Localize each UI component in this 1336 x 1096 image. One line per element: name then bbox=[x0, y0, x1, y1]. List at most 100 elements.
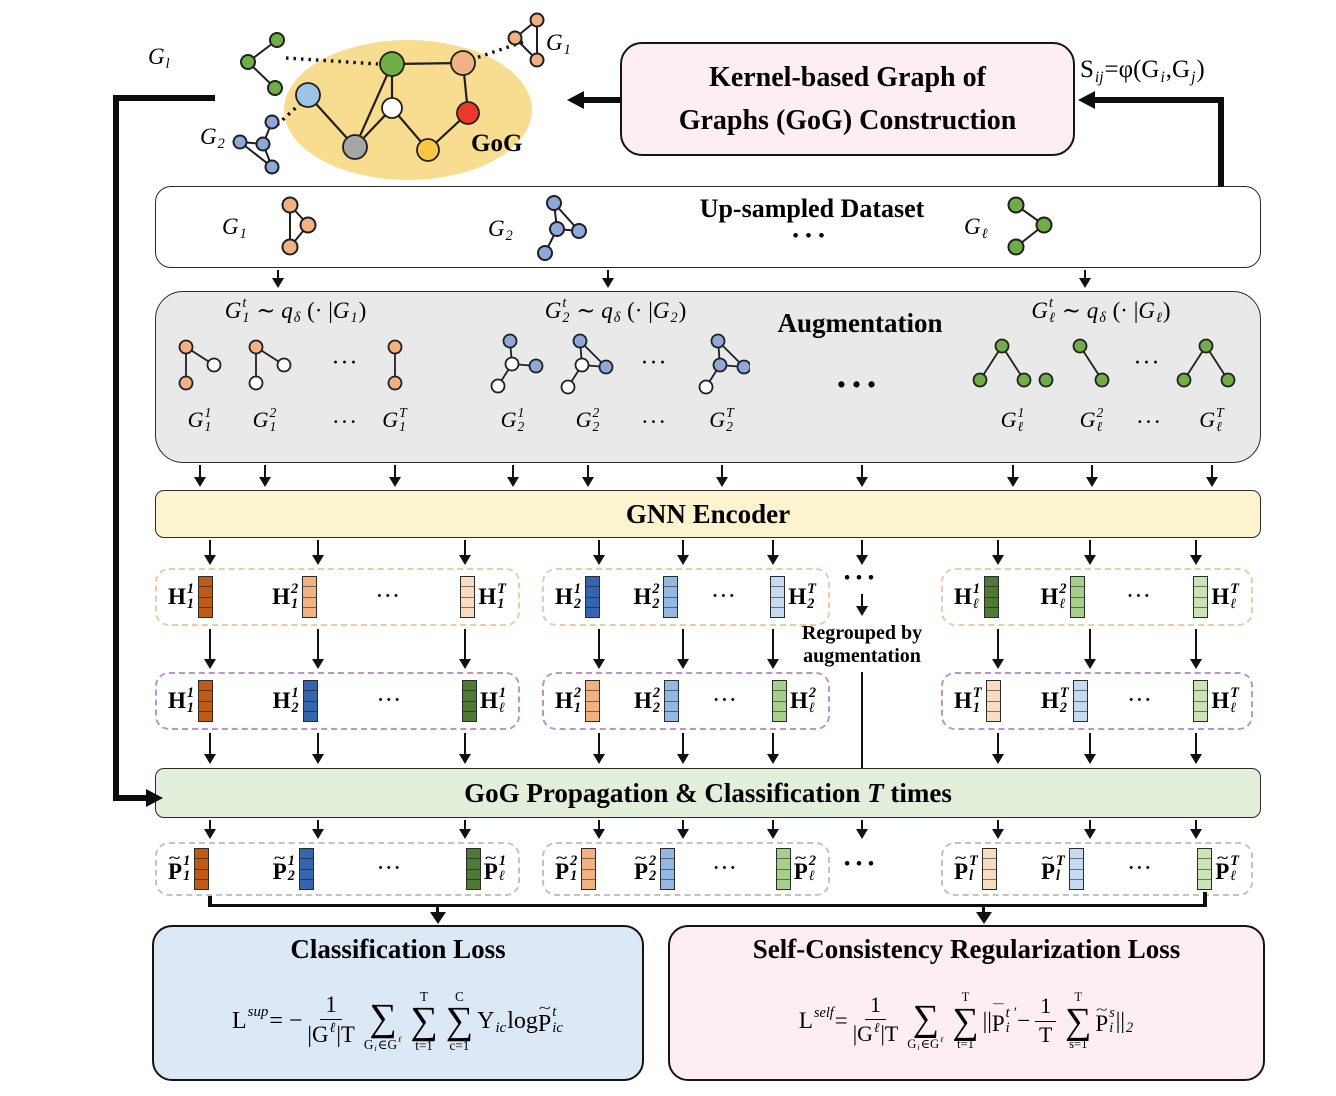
upsampled-label-gl: G ℓ bbox=[964, 213, 988, 242]
feature-vector bbox=[460, 576, 476, 618]
flow-arrow bbox=[316, 629, 320, 659]
gog-node-yellow bbox=[416, 138, 440, 162]
flow-arrow bbox=[435, 905, 440, 912]
aug-graph-g1-2-icon bbox=[248, 339, 292, 391]
aug-graph-g2-2-icon bbox=[560, 333, 614, 395]
flow-arrow bbox=[263, 465, 267, 477]
dataset-to-construction-arrowhead bbox=[1078, 91, 1095, 109]
flow-arrow bbox=[597, 629, 601, 659]
feature-vector bbox=[981, 848, 997, 890]
feature-vector bbox=[461, 680, 477, 722]
flow-arrow bbox=[1083, 270, 1087, 278]
self-consistency-loss-title: Self-Consistency Regularization Loss bbox=[752, 934, 1181, 964]
aug-graph-gl-1-icon bbox=[972, 338, 1032, 388]
gog-feedback-line-bottom bbox=[113, 795, 151, 801]
aug-graph-g2-1-icon bbox=[490, 333, 544, 394]
ellipsis: ··· bbox=[376, 586, 402, 607]
classification-loss-box bbox=[152, 925, 644, 1081]
aug-graph-g1-1-icon bbox=[178, 339, 222, 391]
flow-arrow bbox=[1088, 629, 1092, 659]
flow-arrow bbox=[463, 629, 467, 659]
gog-graph-label-g1: G 1 bbox=[546, 29, 571, 58]
feature-vector bbox=[194, 848, 210, 890]
flow-arrow bbox=[316, 820, 320, 829]
aug-graph-gl-T-icon bbox=[1176, 338, 1236, 388]
dataset-to-construction-line-v bbox=[1218, 97, 1224, 187]
flow-arrow bbox=[1194, 540, 1198, 555]
flow-arrow bbox=[393, 465, 397, 477]
flow-arrow bbox=[860, 594, 864, 606]
flow-arrow bbox=[208, 629, 212, 659]
ellipsis: ··· bbox=[377, 690, 403, 711]
gog-node-gray bbox=[342, 134, 368, 160]
gog-node-white bbox=[381, 97, 403, 119]
feature-vector bbox=[1072, 680, 1088, 722]
flow-arrow bbox=[463, 820, 467, 829]
flow-arrow bbox=[463, 733, 467, 754]
flow-arrow bbox=[996, 540, 1000, 555]
augmentation-ellipsis: ••• bbox=[837, 372, 883, 397]
upsampled-title: Up-sampled Dataset bbox=[699, 194, 925, 223]
gog-feedback-line-left bbox=[113, 95, 119, 801]
flow-arrow bbox=[597, 820, 601, 829]
feature-vector bbox=[298, 848, 314, 890]
flow-arrow bbox=[996, 629, 1000, 659]
augmentation-title: Augmentation bbox=[777, 308, 943, 338]
ellipsis: ··· bbox=[712, 690, 738, 711]
construction-title-line1: Kernel-based Graph of bbox=[709, 61, 986, 93]
ellipsis: ··· bbox=[377, 858, 403, 879]
aug-label-ellipsis-g1: ··· bbox=[332, 412, 359, 431]
flow-arrow bbox=[511, 465, 515, 477]
flow-arrow bbox=[681, 629, 685, 659]
aug-graph-g2-T-icon bbox=[698, 333, 750, 395]
feature-vector bbox=[302, 680, 318, 722]
augmentation-box bbox=[155, 291, 1261, 463]
gog-node-blue bbox=[295, 82, 321, 108]
ellipsis: ··· bbox=[1127, 858, 1153, 879]
flow-arrow bbox=[597, 733, 601, 754]
flow-arrow bbox=[996, 820, 1000, 829]
upsampled-dataset-box bbox=[155, 186, 1261, 268]
flow-arrow bbox=[208, 540, 212, 555]
flow-arrow bbox=[1088, 540, 1092, 555]
kernel-similarity-formula: S ij = φ(G i, G j) bbox=[1080, 56, 1205, 86]
feature-vector bbox=[581, 848, 597, 890]
feature-vector bbox=[664, 680, 679, 722]
feature-vector bbox=[663, 576, 679, 618]
feature-vector bbox=[770, 576, 786, 618]
gog-node-green bbox=[379, 51, 405, 77]
flow-arrow bbox=[1194, 629, 1198, 659]
feature-vector bbox=[585, 576, 601, 618]
feature-vector bbox=[1070, 576, 1086, 618]
feature-vector bbox=[771, 680, 787, 722]
upsampled-ellipsis: ••• bbox=[792, 226, 832, 245]
propagation-bar: GoG Propagation & Classification T times bbox=[155, 768, 1261, 818]
